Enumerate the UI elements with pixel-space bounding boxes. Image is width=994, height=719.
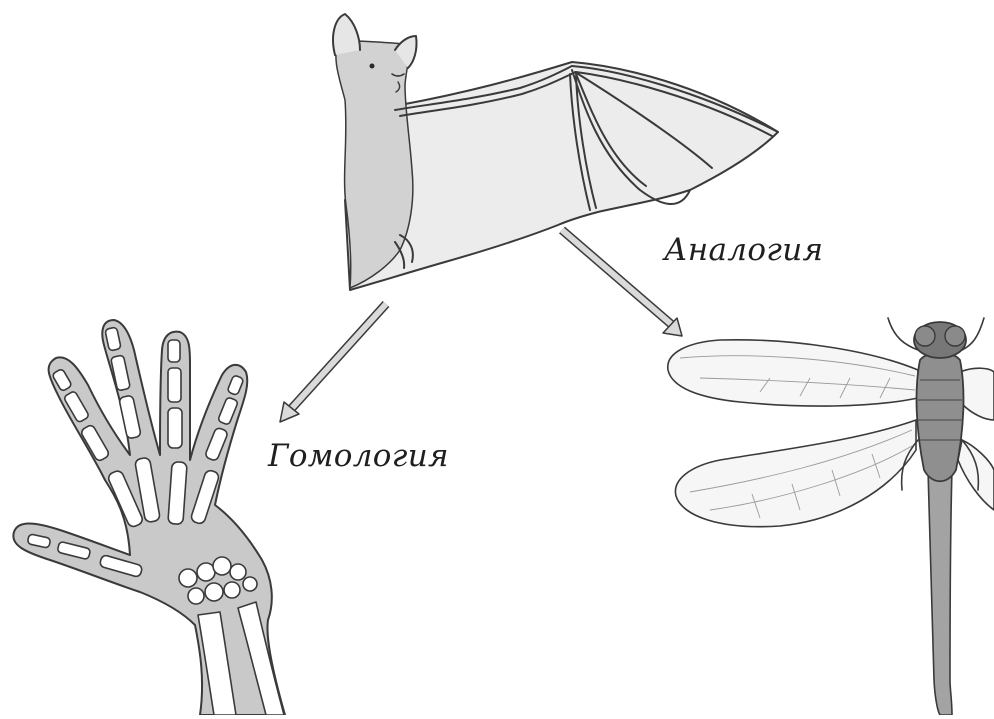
analogy-label: Аналогия: [664, 232, 823, 268]
bat-ear-left: [333, 14, 360, 55]
homology-label: Гомология: [268, 438, 449, 474]
arrow-to-hand: [280, 304, 386, 422]
dragonfly-thorax: [917, 353, 964, 482]
bat-eye: [370, 64, 375, 69]
dragonfly-illustration: [668, 318, 994, 715]
human-hand-skeleton-illustration: [13, 320, 285, 715]
dragonfly-abdomen: [928, 470, 952, 715]
